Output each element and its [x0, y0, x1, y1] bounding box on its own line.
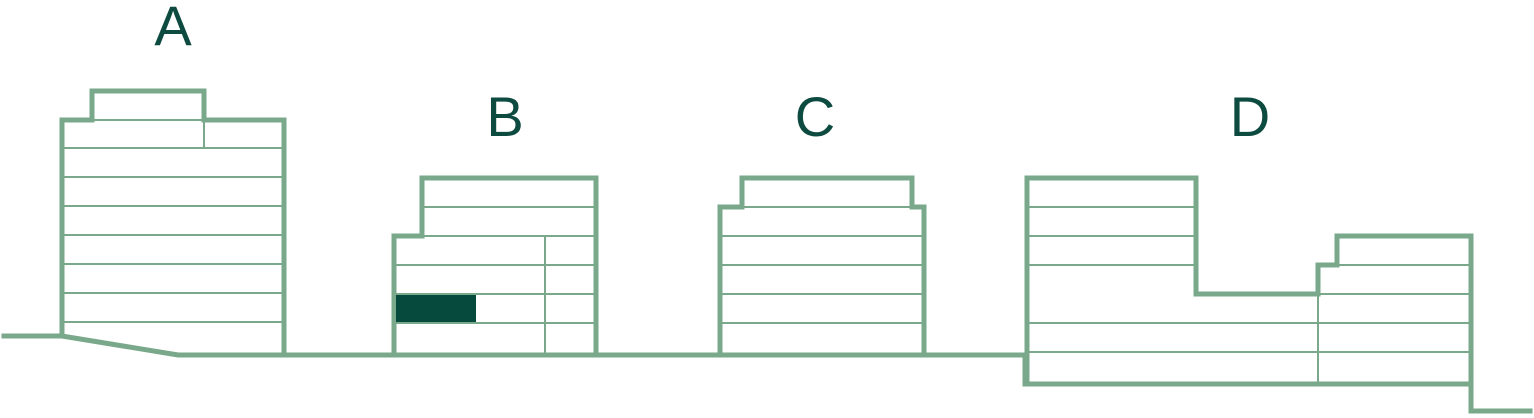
building-b-outline — [391, 175, 599, 358]
building-label-c: C — [795, 85, 835, 148]
building-c-outline — [717, 175, 927, 358]
building-a-floor-lines — [62, 119, 284, 323]
building-label-a: A — [154, 0, 192, 57]
building-b-floor-lines — [394, 206, 596, 355]
building-a-outline — [59, 88, 287, 358]
building-c — [717, 175, 927, 358]
building-c-floor-lines — [720, 206, 924, 324]
building-d-floor-lines — [1027, 206, 1471, 384]
building-b — [391, 175, 599, 358]
building-a — [59, 88, 287, 358]
building-d-outline — [1024, 175, 1474, 387]
ground-line — [1, 333, 1533, 414]
building-label-b: B — [486, 85, 523, 148]
building-b-highlighted-unit — [396, 295, 476, 322]
building-label-d: D — [1230, 85, 1270, 148]
building-d — [1024, 175, 1474, 387]
